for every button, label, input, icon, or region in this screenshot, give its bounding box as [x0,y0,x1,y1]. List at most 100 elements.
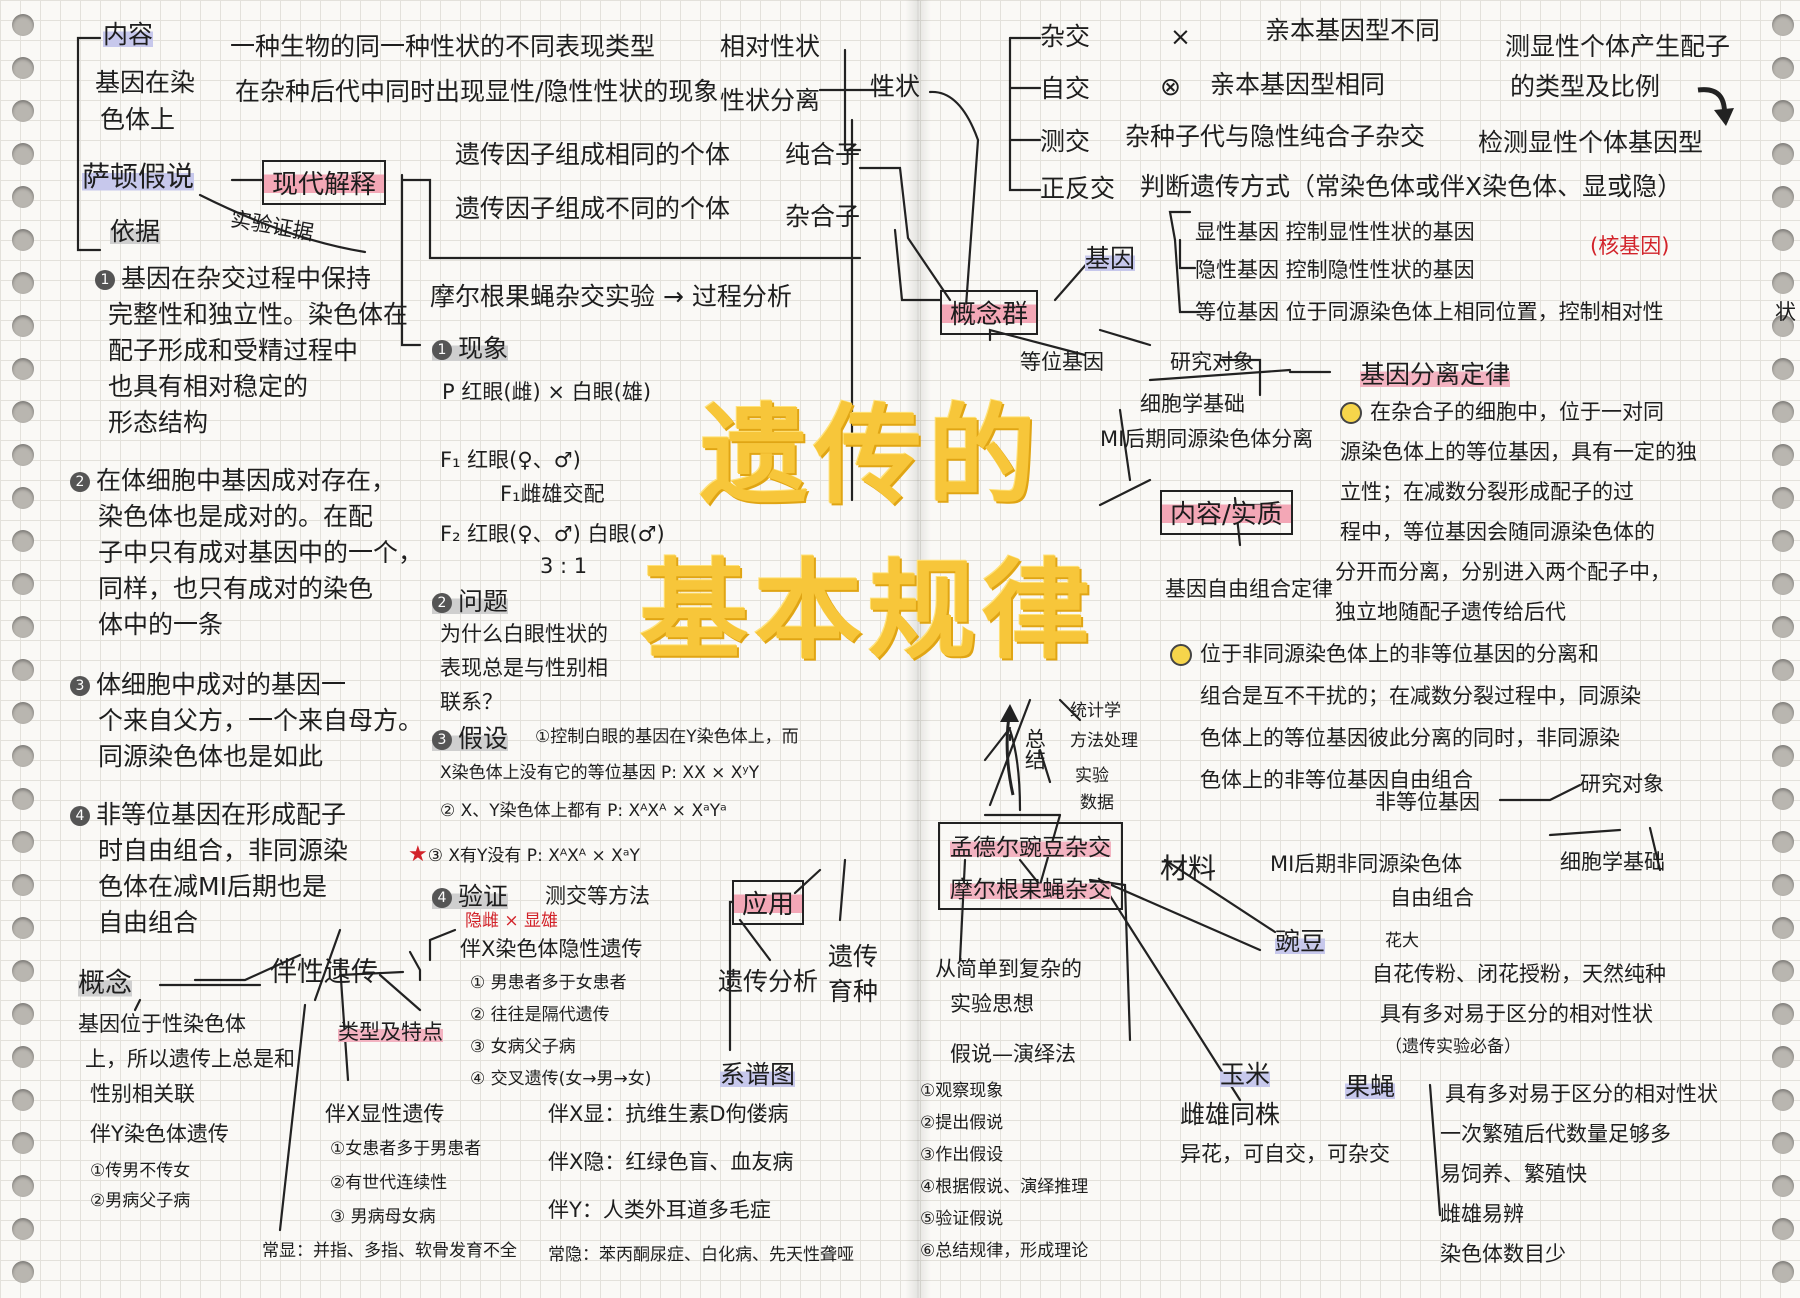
box-modern-explanation: 现代解释 [262,160,387,205]
binder-hole [1772,659,1794,681]
mi-anaphase-2: MI后期非同源染色体 [1270,852,1463,876]
binder-hole [12,917,34,939]
fly-feature: 染色体数目少 [1440,1242,1566,1266]
binder-hole [1772,57,1794,79]
node-independent-assortment-law: 基因自由组合定律 [1165,577,1333,601]
binder-hole [12,315,34,337]
binder-hole [1772,100,1794,122]
reciprocal-def: 判断遗传方式（常染色体或伴X染色体、显或隐） [1140,172,1683,201]
method-step: ②提出假说 [920,1113,1004,1133]
x-dominant-item: ②有世代连续性 [330,1173,448,1193]
assortment-text: 位于非同源染色体上的非等位基因的分离和 [1170,640,1599,668]
pea-feature: （遗传实验必备） [1385,1037,1521,1057]
fly-feature: 一次繁殖后代数量足够多 [1440,1122,1671,1146]
arrow-up-icon [1000,704,1019,796]
application-genetic: 遗传 [828,942,879,971]
binder-hole [12,788,34,810]
pea-feature: 具有多对易于区分的相对性状 [1380,1002,1653,1026]
node-relative-trait: 相对性状 [720,32,821,61]
selfing-def: 亲本基因型相同 [1210,70,1386,99]
binder-hole [1772,1089,1794,1111]
method-step: ③作出假设 [920,1145,1004,1165]
binder-hole [12,143,34,165]
node-corn: 玉米 [1220,1058,1271,1092]
segregation-text: 在杂合子的细胞中，位于一对同 [1340,398,1664,426]
assortment-line: 色体上的非等位基因自由组合 [1200,768,1473,792]
binder-hole [1772,272,1794,294]
number-1-icon: 1 [432,340,452,360]
box-content-essence: 内容/实质 [1160,490,1293,535]
pea-feature: 自花传粉、闭花授粉，天然纯种 [1372,962,1666,986]
free-assortment: 自由组合 [1390,886,1474,910]
node-selfing: 自交 [1040,74,1091,103]
node-gene: 基因 [1085,242,1136,276]
page-title-line1: 遗传的 [700,393,1043,519]
binder-hole [1772,444,1794,466]
x-dominant-item: ③ 男病母女病 [330,1207,436,1227]
node-pea: 豌豆 [1275,925,1326,959]
simple-to-complex: 从简单到复杂的 [935,957,1082,981]
binder-hole [1772,702,1794,724]
hypothesis-2: ② X、Y染色体上都有 P: XᴬXᴬ × XᵃYᵃ [440,801,727,821]
experiment-thinking: 实验思想 [950,992,1034,1016]
binder-hole [12,1175,34,1197]
testcross-note-1: 测显性个体产生配子 [1505,32,1731,61]
node-trait-segregation: 性状分离 [720,86,821,115]
summary-label: 总结 [1022,728,1047,770]
research-object-2: 研究对象 [1580,772,1664,796]
star-icon: ★ [408,842,428,867]
evidence-3-line: 个来自父方，一个来自母方。 [98,706,424,735]
method-step: ⑥总结规律，形成理论 [920,1241,1089,1261]
binder-hole [12,702,34,724]
evidence-4-line: 自由组合 [98,908,199,937]
segregation-line: 程中，等位基因会随同源染色体的 [1340,520,1655,544]
binder-hole [1772,358,1794,380]
node-testcross: 测交 [1040,127,1091,156]
cross-symbol: × [1170,22,1191,51]
statistics-label: 统计学 [1070,701,1121,721]
x-dominant-item: ①女患者多于男患者 [330,1139,482,1159]
node-heterozygote: 杂合子 [785,202,861,231]
binder-hole [1772,1132,1794,1154]
binder-hole [1772,14,1794,36]
number-4-icon: 4 [432,888,452,908]
evidence-4-line: 时自由组合，非同源染 [98,836,349,865]
binder-hole [12,272,34,294]
binder-hole [1772,917,1794,939]
node-fruit-fly: 果蝇 [1345,1070,1396,1104]
evidence-1-line: 形态结构 [108,408,209,437]
lightbulb-icon [1170,644,1192,666]
node-neirong: 内容 [103,18,154,52]
method-step: ⑤验证假说 [920,1209,1004,1229]
mi-anaphase-1: MI后期同源染色体分离 [1100,427,1314,451]
binder-hole [12,960,34,982]
node-materials: 材料 [1160,852,1217,885]
cytology-basis-1: 细胞学基础 [1140,392,1245,416]
x-recessive-title: 伴X染色体隐性遗传 [460,937,643,961]
binder-hole [1772,315,1794,337]
node-segregation-law: 基因分离定律 [1360,358,1511,392]
segregation-line: 源染色体上的等位基因，具有一定的独 [1340,440,1697,464]
binder-hole [12,573,34,595]
x-recessive-item: ② 往往是隔代遗传 [470,1005,610,1025]
pedigree-chart: 系谱图 [720,1058,796,1092]
binder-hole [12,831,34,853]
number-3-icon: 3 [432,730,452,750]
number-3-icon: 3 [70,676,90,696]
neirong-text-1: 基因在染 [95,68,196,97]
binder-hole [1772,1003,1794,1025]
binder-hole [1772,229,1794,251]
binder-hole [1772,960,1794,982]
number-1-icon: 1 [95,270,115,290]
box-application: 应用 [732,880,805,925]
allele-def-end: 状 [1775,300,1796,324]
concept-text: 性别相关联 [90,1082,195,1106]
x-dominant-title: 伴X显性遗传 [325,1102,445,1126]
genetic-analysis: 遗传分析 [718,967,819,996]
curved-arrow-icon [1697,87,1734,126]
binder-hole [12,1218,34,1240]
